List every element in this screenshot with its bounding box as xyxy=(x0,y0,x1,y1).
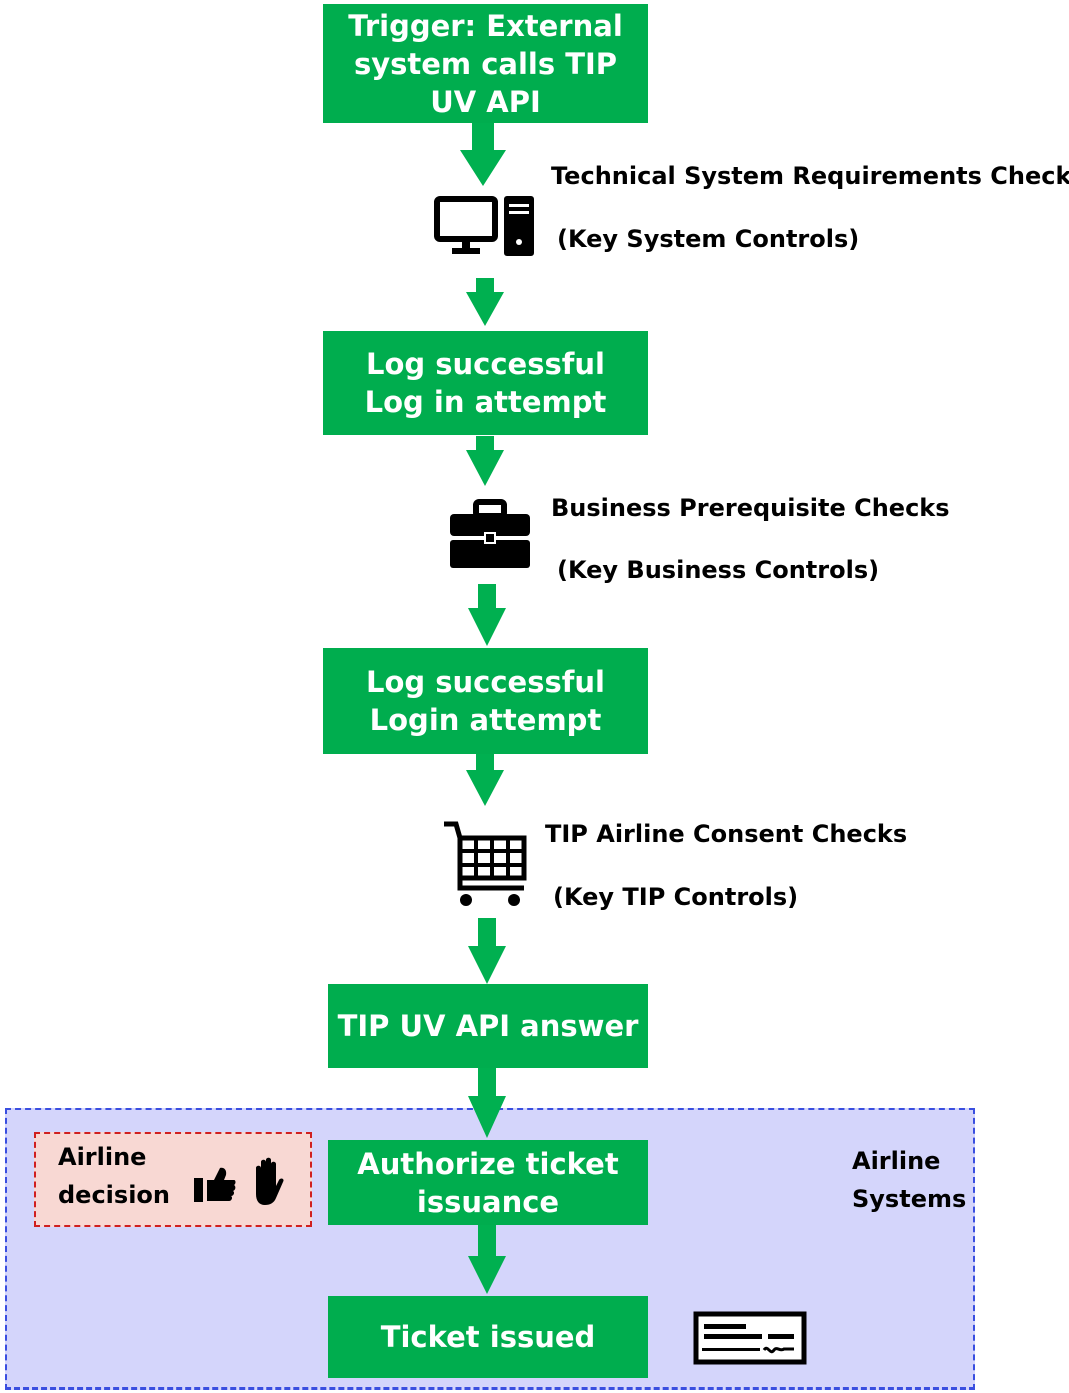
step-authorize-ticket: Authorize ticket issuance xyxy=(328,1140,648,1225)
arrow-6 xyxy=(468,918,506,984)
technical-checks-subtitle: (Key System Controls) xyxy=(557,225,860,253)
arrow-4 xyxy=(468,584,506,646)
step-trigger: Trigger: External system calls TIP UV AP… xyxy=(323,4,648,123)
thumbs-up-icon xyxy=(194,1167,236,1202)
briefcase-icon xyxy=(450,499,530,568)
arrow-3 xyxy=(466,436,504,486)
ticket-icon xyxy=(693,1311,807,1365)
arrow-1 xyxy=(460,123,506,186)
arrow-8 xyxy=(468,1224,506,1294)
step-ticket-issued: Ticket issued xyxy=(328,1296,648,1378)
business-checks-title: Business Prerequisite Checks xyxy=(551,494,950,522)
consent-checks-subtitle: (Key TIP Controls) xyxy=(553,883,799,911)
consent-checks-title: TIP Airline Consent Checks xyxy=(545,820,908,848)
airline-systems-label: Airline Systems xyxy=(852,1147,967,1213)
arrow-7 xyxy=(468,1068,506,1138)
arrow-2 xyxy=(466,278,504,326)
shopping-cart-icon xyxy=(444,821,527,906)
technical-checks-title: Technical System Requirements Checks xyxy=(551,162,1069,190)
computer-icon xyxy=(434,196,534,256)
business-checks-subtitle: (Key Business Controls) xyxy=(557,556,880,584)
airline-decision-label: Airline decision xyxy=(58,1143,170,1209)
step-api-answer: TIP UV API answer xyxy=(328,984,648,1068)
stop-hand-icon xyxy=(256,1157,284,1205)
step-log-successful-login-2: Log successful Login attempt xyxy=(323,648,648,754)
arrow-5 xyxy=(466,754,504,806)
step-log-successful-login-1: Log successful Log in attempt xyxy=(323,331,648,435)
